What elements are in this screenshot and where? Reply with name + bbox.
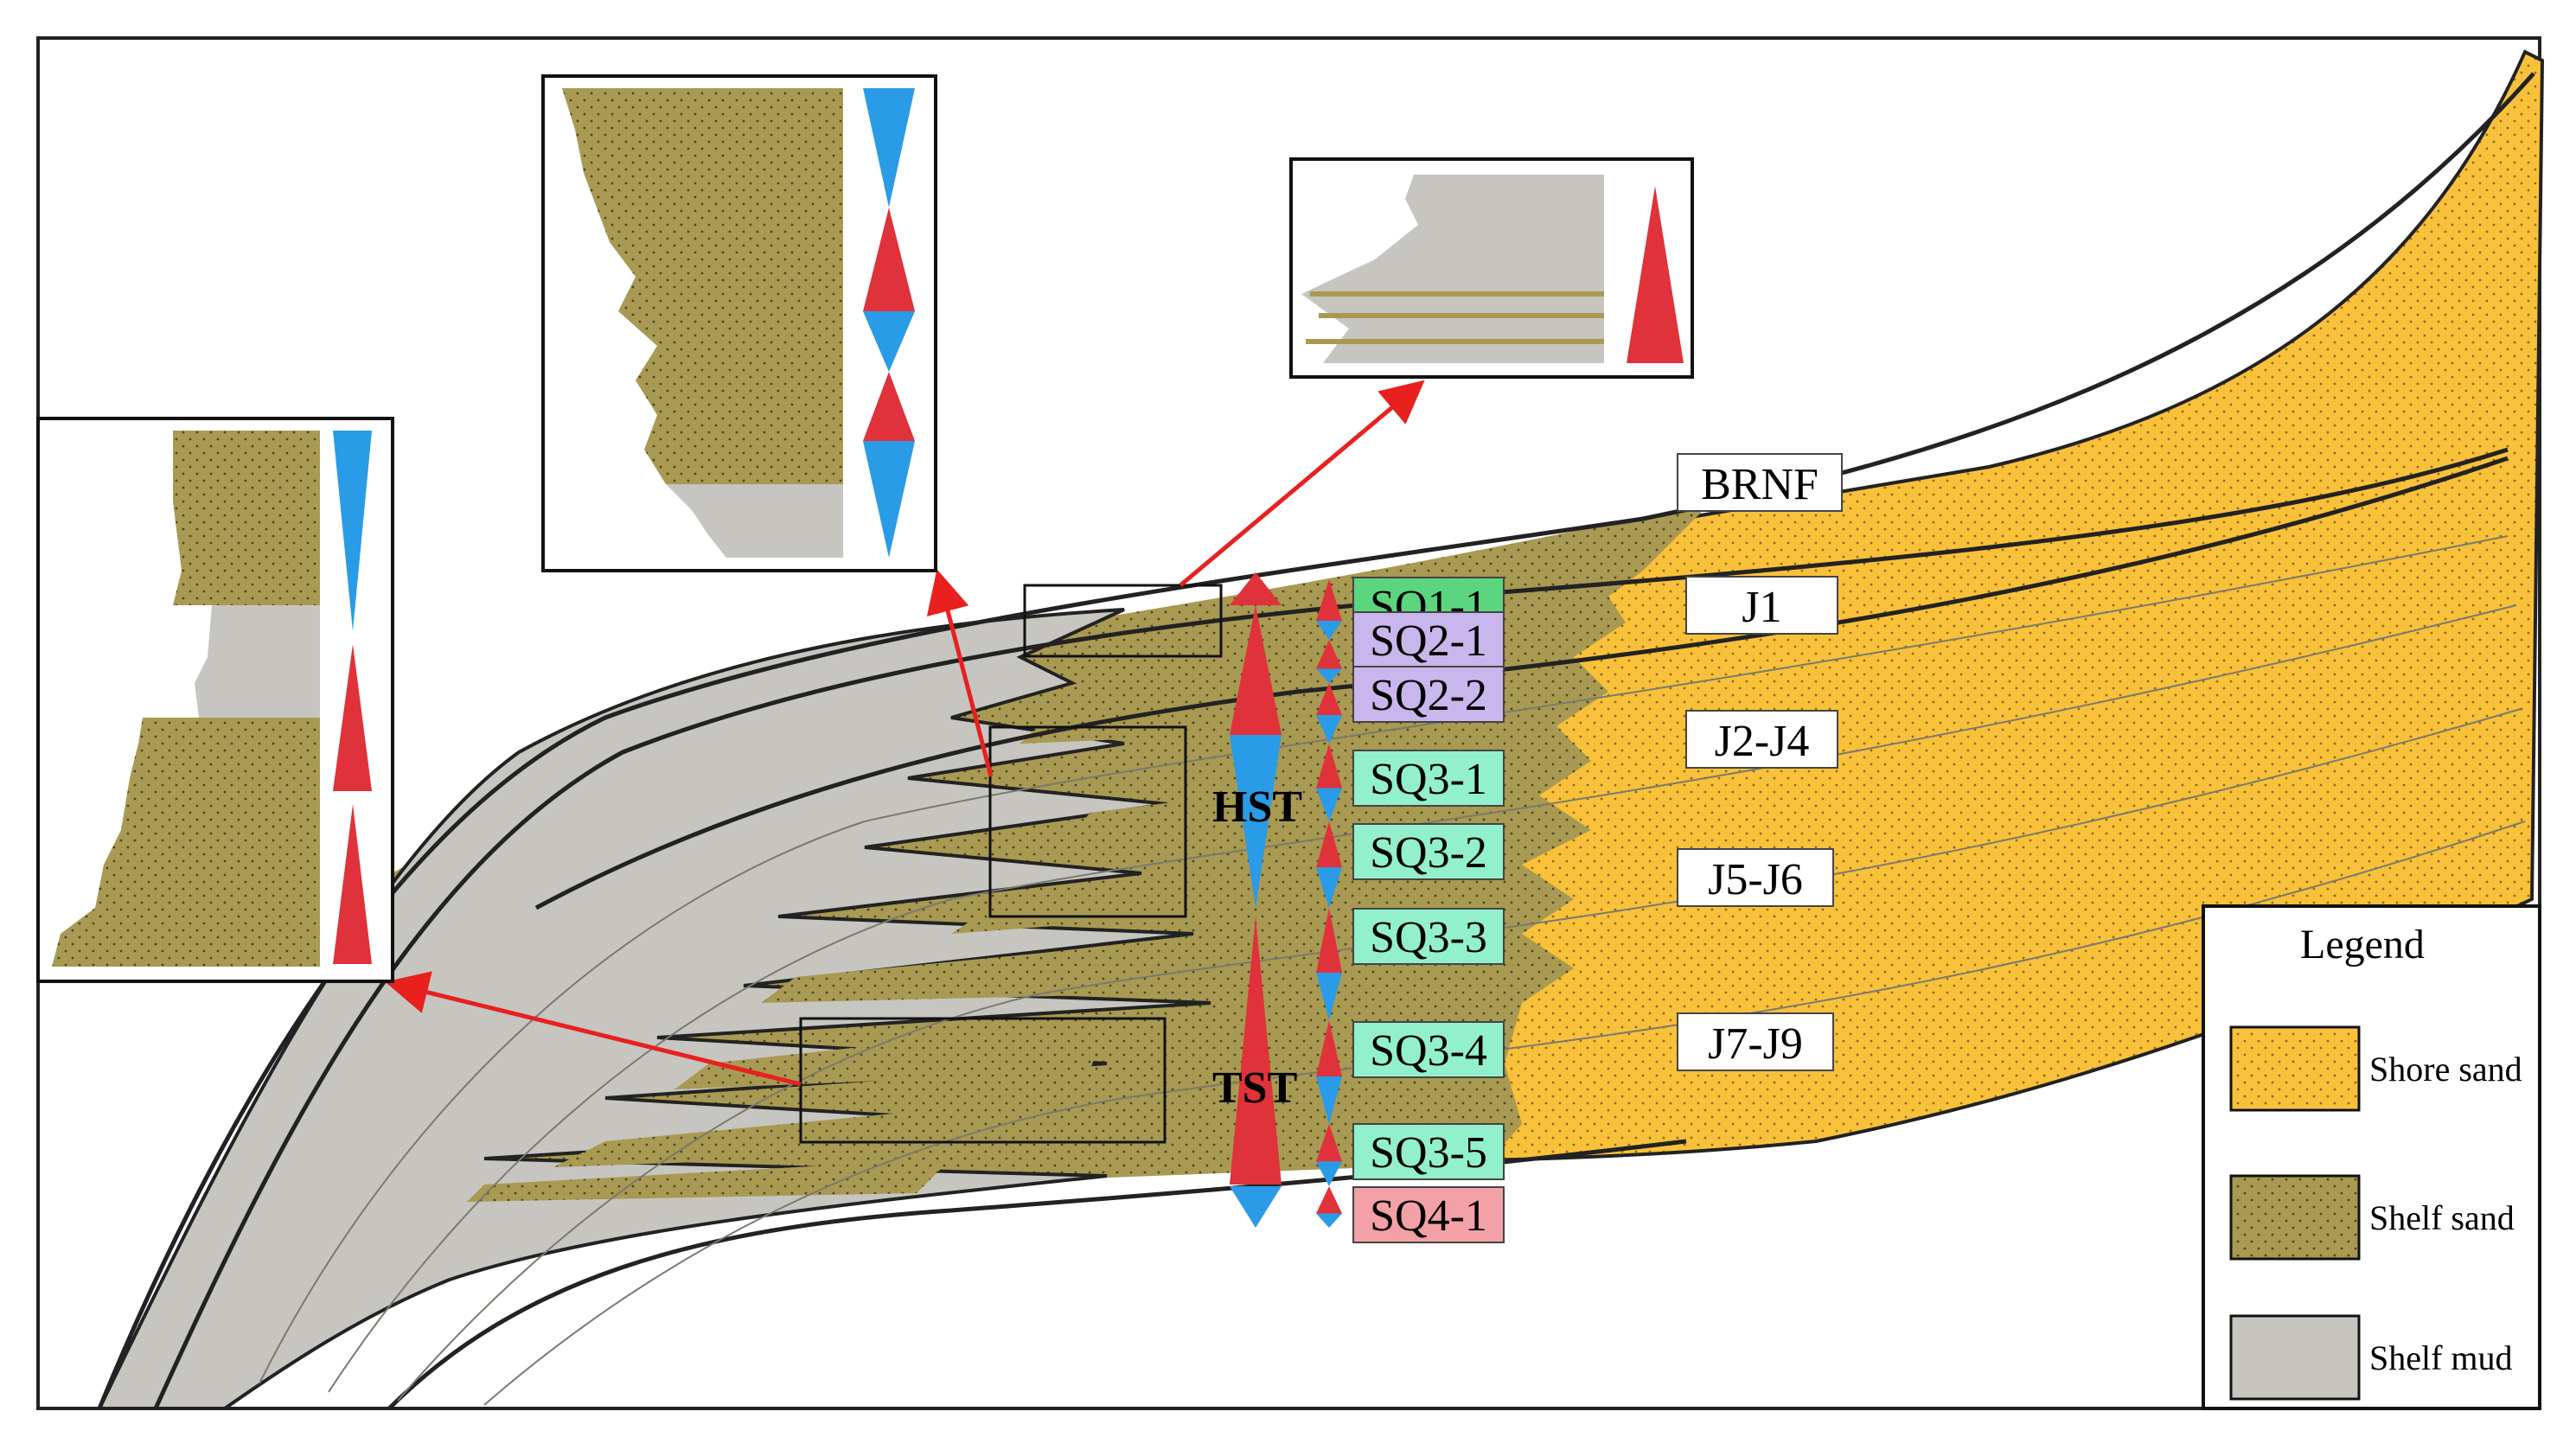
inset-right-red-triangle xyxy=(1627,186,1684,363)
sequence-label-sq3-5: SQ3-5 xyxy=(1352,1123,1505,1180)
sequence-blue-triangle xyxy=(1316,973,1342,1020)
inset-left-red-triangle-1 xyxy=(333,644,372,791)
legend-label-shelf-sand: Shelf sand xyxy=(2369,1198,2515,1237)
tract-blue-hst xyxy=(1230,735,1282,908)
sequence-triangle-column xyxy=(1316,579,1342,1228)
sequence-blue-triangle xyxy=(1316,1213,1342,1228)
inset-top-red-2 xyxy=(863,372,915,441)
sequence-red-triangle xyxy=(1316,683,1342,715)
sequence-label-sq4-1: SQ4-1 xyxy=(1352,1186,1505,1243)
tract-blue-base xyxy=(1230,1186,1282,1228)
sequence-red-triangle xyxy=(1316,1020,1342,1076)
horizon-label-brnf: BRNF xyxy=(1677,453,1843,512)
zoom-box-lower xyxy=(799,1017,1167,1144)
arrow-to-left-inset xyxy=(385,971,802,1087)
legend-label-shore-sand: Shore sand xyxy=(2369,1050,2522,1089)
sequence-label-text: SQ2-1 xyxy=(1370,616,1487,666)
horizon-label-text: BRNF xyxy=(1701,460,1819,509)
sequence-label-text: SQ3-5 xyxy=(1370,1128,1487,1178)
systems-tract-column xyxy=(1230,572,1282,1228)
sequence-label-sq3-4: SQ3-4 xyxy=(1352,1021,1505,1078)
horizon-label-text: J7-J9 xyxy=(1708,1019,1803,1069)
inset-top-blue-1 xyxy=(863,88,915,208)
horizon-label-text: J2-J4 xyxy=(1715,717,1810,766)
sequence-label-text: SQ3-2 xyxy=(1370,828,1487,878)
legend-title: Legend xyxy=(2300,922,2425,967)
hst-label: HST xyxy=(1212,782,1302,832)
tst-label: TST xyxy=(1212,1063,1297,1113)
zoom-box-outlines xyxy=(799,584,1223,1144)
sequence-blue-triangle xyxy=(1316,867,1342,908)
sequence-label-text: SQ2-2 xyxy=(1370,671,1487,720)
sand-lenses xyxy=(467,700,1254,1202)
arrow-to-top-inset xyxy=(926,569,994,777)
tract-red-tst xyxy=(1230,916,1282,1185)
tract-red-hst xyxy=(1230,605,1282,735)
tract-red-top xyxy=(1230,572,1282,605)
sequence-red-triangle xyxy=(1316,579,1342,621)
sequence-blue-triangle xyxy=(1316,788,1342,821)
zoom-box-upper xyxy=(1023,584,1223,658)
sequence-red-triangle xyxy=(1316,821,1342,868)
sequence-label-text: SQ3-4 xyxy=(1370,1026,1487,1076)
sequence-label-sq3-2: SQ3-2 xyxy=(1352,823,1505,880)
inset-top-red-1 xyxy=(863,208,915,311)
zoom-box-middle xyxy=(988,725,1187,918)
legend-swatch-shelf-mud xyxy=(2229,1314,2361,1401)
sequence-red-triangle xyxy=(1316,1186,1342,1214)
inset-right xyxy=(1289,157,1694,379)
horizon-label-j2-j4: J2-J4 xyxy=(1685,710,1838,769)
horizon-label-j5-j6: J5-J6 xyxy=(1677,848,1834,907)
sequence-blue-triangle xyxy=(1316,1161,1342,1186)
inset-left-blue-triangle xyxy=(333,431,372,631)
sequence-blue-triangle xyxy=(1316,621,1342,640)
inset-arrows xyxy=(385,380,1425,1087)
sequence-red-triangle xyxy=(1316,1124,1342,1162)
sequence-blue-triangle xyxy=(1316,715,1342,744)
legend-label-shelf-mud: Shelf mud xyxy=(2369,1338,2513,1377)
inset-left-red-triangle-2 xyxy=(333,804,372,964)
inset-top xyxy=(541,74,937,572)
inset-top-blue-3 xyxy=(863,441,915,558)
horizon-label-j1: J1 xyxy=(1685,576,1838,635)
horizon-label-j7-j9: J7-J9 xyxy=(1677,1012,1834,1071)
sequence-blue-triangle xyxy=(1316,1076,1342,1124)
inset-left xyxy=(36,417,394,983)
horizon-label-text: J1 xyxy=(1742,583,1781,632)
legend: Legend Shore sand Shelf sand Shelf mud xyxy=(2202,904,2541,1410)
sequence-label-text: SQ3-3 xyxy=(1370,913,1487,962)
legend-swatch-shore-sand xyxy=(2229,1025,2361,1112)
inset-top-blue-2 xyxy=(863,311,915,372)
sequence-label-sq2-1: SQ2-1 xyxy=(1352,611,1505,668)
sequence-red-triangle xyxy=(1316,744,1342,789)
sequence-label-text: SQ3-1 xyxy=(1370,755,1487,804)
sequence-blue-triangle xyxy=(1316,668,1342,683)
sequence-label-text: SQ4-1 xyxy=(1370,1191,1487,1241)
sequence-label-sq3-3: SQ3-3 xyxy=(1352,908,1505,965)
sequence-red-triangle xyxy=(1316,640,1342,669)
sequence-labels: SQ1-1SQ2-1SQ2-2SQ3-1SQ3-2SQ3-3SQ3-4SQ3-5… xyxy=(1352,577,1505,1243)
sequence-label-sq3-1: SQ3-1 xyxy=(1352,750,1505,807)
horizon-label-text: J5-J6 xyxy=(1708,855,1803,904)
sequence-red-triangle xyxy=(1316,908,1342,973)
legend-swatch-shelf-sand xyxy=(2229,1174,2361,1261)
sequence-label-sq2-2: SQ2-2 xyxy=(1352,666,1505,723)
arrow-to-right-inset xyxy=(1179,380,1425,587)
